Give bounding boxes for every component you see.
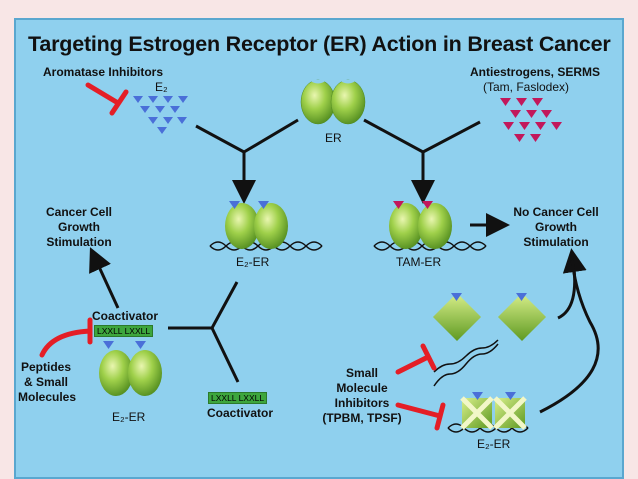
aromatase-inhibitor-symbol — [85, 82, 129, 116]
small-inhibitors-line-2: Molecule — [336, 381, 388, 395]
coactivator-motif-left: LXXLL LXXLL — [94, 325, 154, 337]
antiestrogen-triangles — [500, 98, 562, 142]
e2-er-bottom-label: E₂-ER — [477, 437, 511, 451]
estrogen-triangles — [133, 96, 188, 134]
antiestrogens-label: Antiestrogens, SERMS — [470, 65, 601, 79]
top-branch-lines — [195, 118, 481, 204]
small-inhibitors-line-4: (TPBM, TPSF) — [322, 411, 402, 425]
dissociated-er-monomers — [432, 292, 547, 342]
coactivator-motif-bottom: LXXLL LXXLL — [208, 392, 268, 404]
peptides-line-3: Molecules — [18, 390, 77, 404]
cancer-growth-line-2: Growth — [58, 220, 100, 234]
small-inhibitors-line-3: Inhibitors — [334, 396, 390, 410]
lower-left-branch — [89, 247, 240, 383]
e2-er-left-complex — [99, 341, 162, 396]
antiestrogens-examples-label: (Tam, Faslodex) — [483, 80, 570, 94]
e2-er-center-complex — [209, 201, 323, 251]
e2-top-label: E₂ — [155, 80, 168, 94]
tam-er-complex — [373, 201, 487, 251]
peptides-label: Peptides & Small Molecules — [18, 360, 77, 405]
e2-er-center-label: E₂-ER — [236, 255, 270, 269]
coactivator-bottom-label: Coactivator — [207, 406, 274, 420]
small-molecule-inhibitor-symbols — [395, 343, 446, 431]
no-cancer-growth-line-3: Stimulation — [523, 235, 589, 249]
e2-er-bottom-crossed — [447, 392, 529, 433]
no-cancer-growth-line-2: Growth — [535, 220, 577, 234]
er-label: ER — [325, 131, 342, 145]
aromatase-inhibitors-label: Aromatase Inhibitors — [43, 65, 164, 79]
peptides-line-1: Peptides — [20, 360, 71, 374]
small-inhibitors-line-1: Small — [345, 366, 378, 380]
no-cancer-growth-line-1: No Cancer Cell — [513, 205, 599, 219]
coactivator-top-label: Coactivator — [92, 309, 159, 323]
cancer-growth-line-1: Cancer Cell — [45, 205, 113, 219]
small-inhibitors-label: Small Molecule Inhibitors (TPBM, TPSF) — [322, 366, 402, 426]
cancer-growth-line-3: Stimulation — [46, 235, 112, 249]
e2-er-left-label: E₂-ER — [112, 410, 146, 424]
tam-er-label: TAM-ER — [396, 255, 442, 269]
peptides-line-2: & Small — [23, 375, 68, 389]
diagram-title: Targeting Estrogen Receptor (ER) Action … — [28, 32, 611, 56]
peptides-inhibitor-symbol — [39, 317, 93, 358]
er-dimer-top — [300, 79, 366, 125]
free-dna — [433, 339, 499, 387]
curved-arrows-right — [539, 248, 600, 414]
no-cancer-growth-label: No Cancer Cell Growth Stimulation — [506, 205, 606, 250]
cancer-growth-label: Cancer Cell Growth Stimulation — [40, 205, 118, 250]
